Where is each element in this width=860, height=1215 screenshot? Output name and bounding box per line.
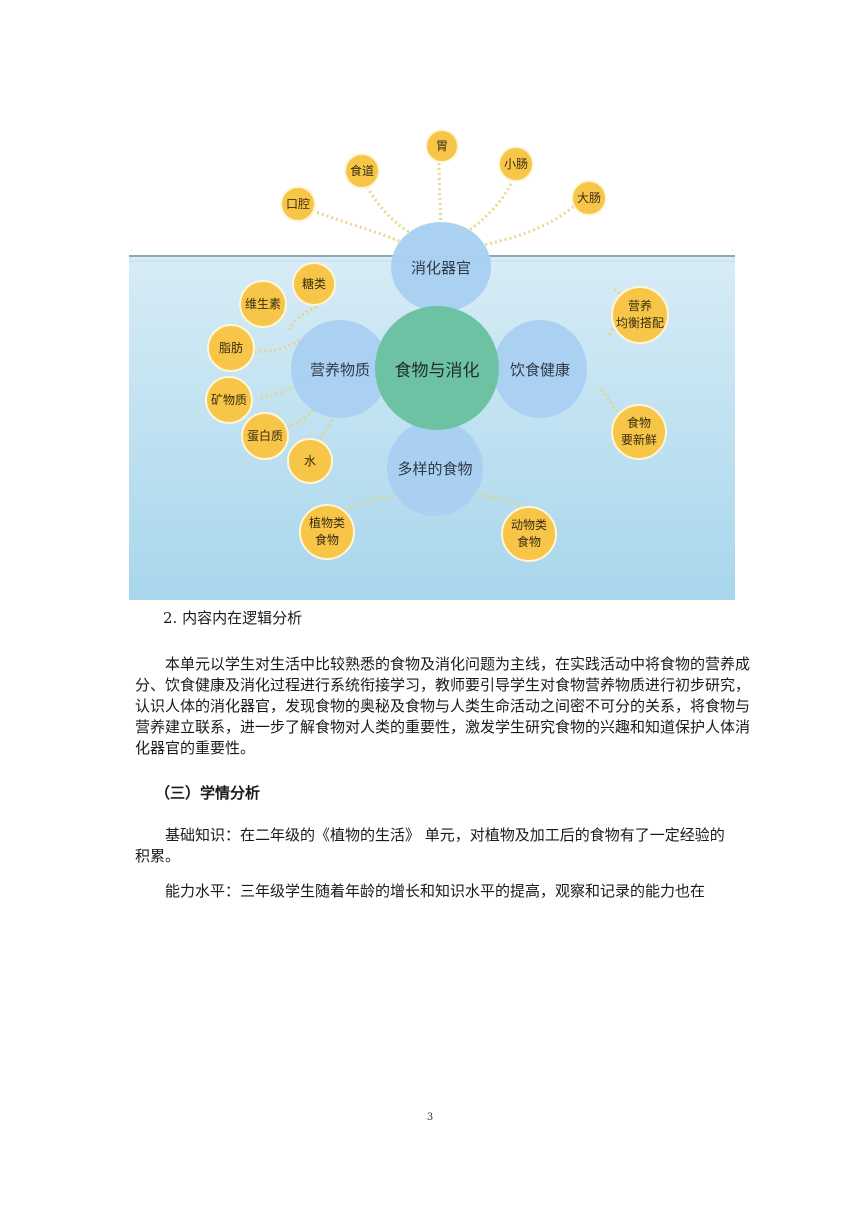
organ-node-esophagus: 食道 <box>344 153 380 189</box>
section-title: 2. 内容内在逻辑分析 <box>163 609 303 627</box>
branch-node-diverse-foods: 多样的食物 <box>387 420 483 516</box>
organ-node-large-intestine: 大肠 <box>571 180 607 216</box>
center-node-food-and-digestion: 食物与消化 <box>375 306 499 430</box>
diet-node-fresh: 食物 要新鲜 <box>611 404 667 460</box>
organ-node-stomach: 胃 <box>425 129 459 163</box>
nutrient-node-fat: 脂肪 <box>207 324 255 372</box>
paragraph-ability-level: 能力水平：三年级学生随着年龄的增长和知识水平的提高，观察和记录的能力也在 <box>165 882 706 900</box>
branch-node-healthy-diet: 饮食健康 <box>493 320 587 418</box>
branch-node-nutrients: 营养物质 <box>291 320 389 418</box>
branch-node-digestive-organs: 消化器官 <box>391 222 491 312</box>
concept-map-figure: 口腔 食道 胃 小肠 大肠 消化器官 营养物质 饮食健康 多样的食物 食物与消化… <box>129 120 735 600</box>
diet-node-balanced: 营养 均衡搭配 <box>611 286 669 344</box>
nutrient-node-water: 水 <box>287 438 333 484</box>
food-node-animal: 动物类 食物 <box>501 506 557 562</box>
nutrient-node-sugar: 糖类 <box>292 262 336 306</box>
paragraph-logic-analysis: 本单元以学生对生活中比较熟悉的食物及消化问题为主线，在实践活动中将食物的营养成分… <box>135 655 751 757</box>
organ-node-mouth: 口腔 <box>280 186 316 222</box>
food-node-plant: 植物类 食物 <box>299 504 355 560</box>
organ-node-small-intestine: 小肠 <box>498 146 534 182</box>
paragraph-basic-knowledge: 基础知识：在二年级的《植物的生活》 单元，对植物及加工后的食物有了一定经验的积累… <box>135 826 725 865</box>
heading-student-analysis: （三）学情分析 <box>155 784 261 802</box>
nutrient-node-mineral: 矿物质 <box>205 376 253 424</box>
page-number: 3 <box>426 1112 434 1123</box>
nutrient-node-protein: 蛋白质 <box>241 412 289 460</box>
nutrient-node-vitamin: 维生素 <box>239 280 287 328</box>
